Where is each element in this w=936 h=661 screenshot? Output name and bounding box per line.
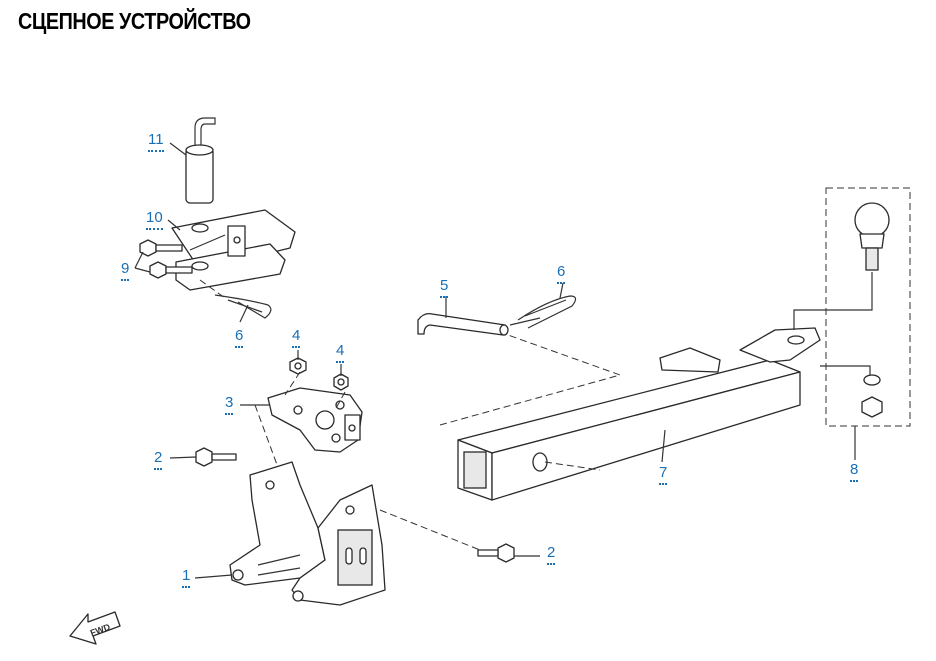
callout-10[interactable]: 10 <box>146 210 163 230</box>
callout-8-label: 8 <box>850 461 859 478</box>
callout-10-label: 10 <box>146 209 163 226</box>
callout-2-right[interactable]: 2 <box>547 544 556 565</box>
callout-6-left-underline <box>235 346 244 348</box>
forward-arrow-icon: FWD <box>69 611 121 645</box>
callout-2-right-label: 2 <box>547 544 556 561</box>
callout-1-label: 1 <box>182 567 191 584</box>
callout-7-underline <box>659 483 668 485</box>
hair-pin-clip-part-6-left <box>199 279 272 319</box>
hair-pin-clip-part-6-right <box>517 295 577 329</box>
callout-6-left-label: 6 <box>235 327 244 344</box>
leader-lines <box>167 142 666 579</box>
bolts-part-9 <box>134 239 193 279</box>
page-title: СЦЕПНОЕ УСТРОЙСТВО <box>18 8 251 34</box>
nut-part-4-left <box>289 357 307 375</box>
callout-6-right[interactable]: 6 <box>557 263 566 284</box>
callout-9-underline <box>121 279 130 281</box>
callout-4-right-label: 4 <box>336 342 345 359</box>
callout-3-label: 3 <box>225 394 234 411</box>
callout-3[interactable]: 3 <box>225 394 234 415</box>
hitch-bracket-part-10 <box>171 209 296 291</box>
callout-6-right-label: 6 <box>557 263 566 280</box>
callout-5[interactable]: 5 <box>440 277 449 298</box>
callout-1-underline <box>182 586 191 588</box>
bolt-part-2-right <box>379 509 515 563</box>
callout-7[interactable]: 7 <box>659 464 668 485</box>
callout-2-right-underline <box>547 563 556 565</box>
callout-6-left[interactable]: 6 <box>235 327 244 348</box>
callout-4-left-label: 4 <box>292 327 301 344</box>
bolt-part-2-left <box>195 447 237 467</box>
callout-8[interactable]: 8 <box>850 461 859 482</box>
callout-2-left-label: 2 <box>154 449 163 466</box>
callout-7-label: 7 <box>659 464 668 481</box>
callout-5-underline <box>440 296 449 298</box>
callout-11[interactable]: 11 <box>148 132 164 152</box>
callout-11-label: 11 <box>148 131 164 148</box>
callout-4-left-underline <box>292 346 301 348</box>
callout-5-label: 5 <box>440 277 449 294</box>
nut-part-4-right <box>333 373 349 391</box>
callout-11-underline <box>148 150 164 152</box>
callout-4-right-underline <box>336 361 345 363</box>
callout-9-label: 9 <box>121 260 130 277</box>
pin-part-11 <box>185 117 216 204</box>
callout-10-underline <box>146 228 163 230</box>
mounting-plate-part-3 <box>254 371 363 501</box>
callout-6-right-underline <box>557 282 566 284</box>
callout-3-underline <box>225 413 234 415</box>
callout-9[interactable]: 9 <box>121 260 130 281</box>
drawbar-part-7 <box>439 327 821 501</box>
hitch-ball-assembly-part-8 <box>793 187 911 460</box>
hitch-pin-part-5 <box>417 312 541 336</box>
callout-4-left[interactable]: 4 <box>292 327 301 348</box>
callout-2-left-underline <box>154 468 163 470</box>
callout-2-left[interactable]: 2 <box>154 449 163 470</box>
main-bracket-part-1 <box>229 461 386 606</box>
callout-8-underline <box>850 480 859 482</box>
callout-1[interactable]: 1 <box>182 567 191 588</box>
callout-4-right[interactable]: 4 <box>336 342 345 363</box>
